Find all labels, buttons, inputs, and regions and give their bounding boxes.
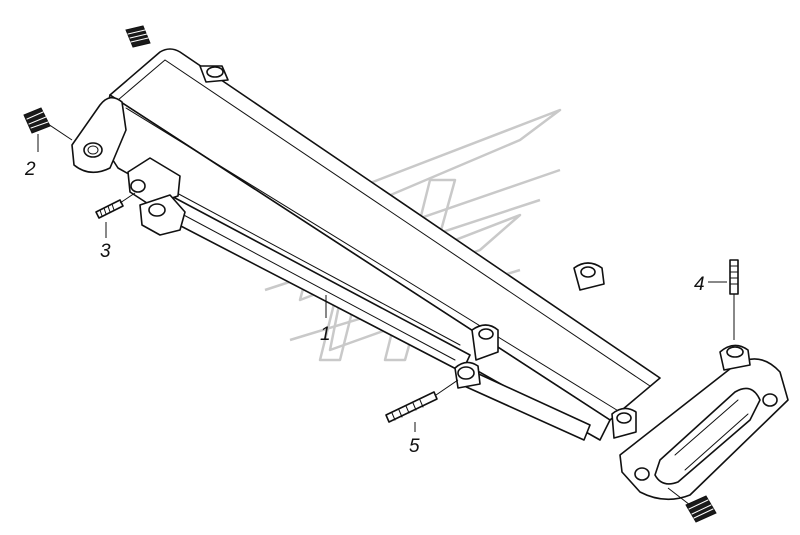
callout-3: 3 [100, 241, 111, 262]
callout-1: 1 [320, 324, 331, 345]
callout-4: 4 [694, 274, 705, 295]
middle-boss [454, 262, 637, 439]
callout-2: 2 [24, 159, 36, 180]
manifold-body [99, 48, 661, 441]
left-bracket [127, 157, 186, 236]
rear-top-boss [199, 65, 229, 83]
stud-4 [729, 259, 739, 340]
left-flange [71, 96, 127, 174]
stud-3 [95, 192, 136, 219]
stud-5 [385, 379, 459, 423]
plug-left [23, 107, 73, 141]
callout-5: 5 [409, 436, 420, 457]
plug-top-left [125, 25, 151, 48]
plug-right [667, 487, 717, 523]
right-flange [619, 344, 789, 501]
